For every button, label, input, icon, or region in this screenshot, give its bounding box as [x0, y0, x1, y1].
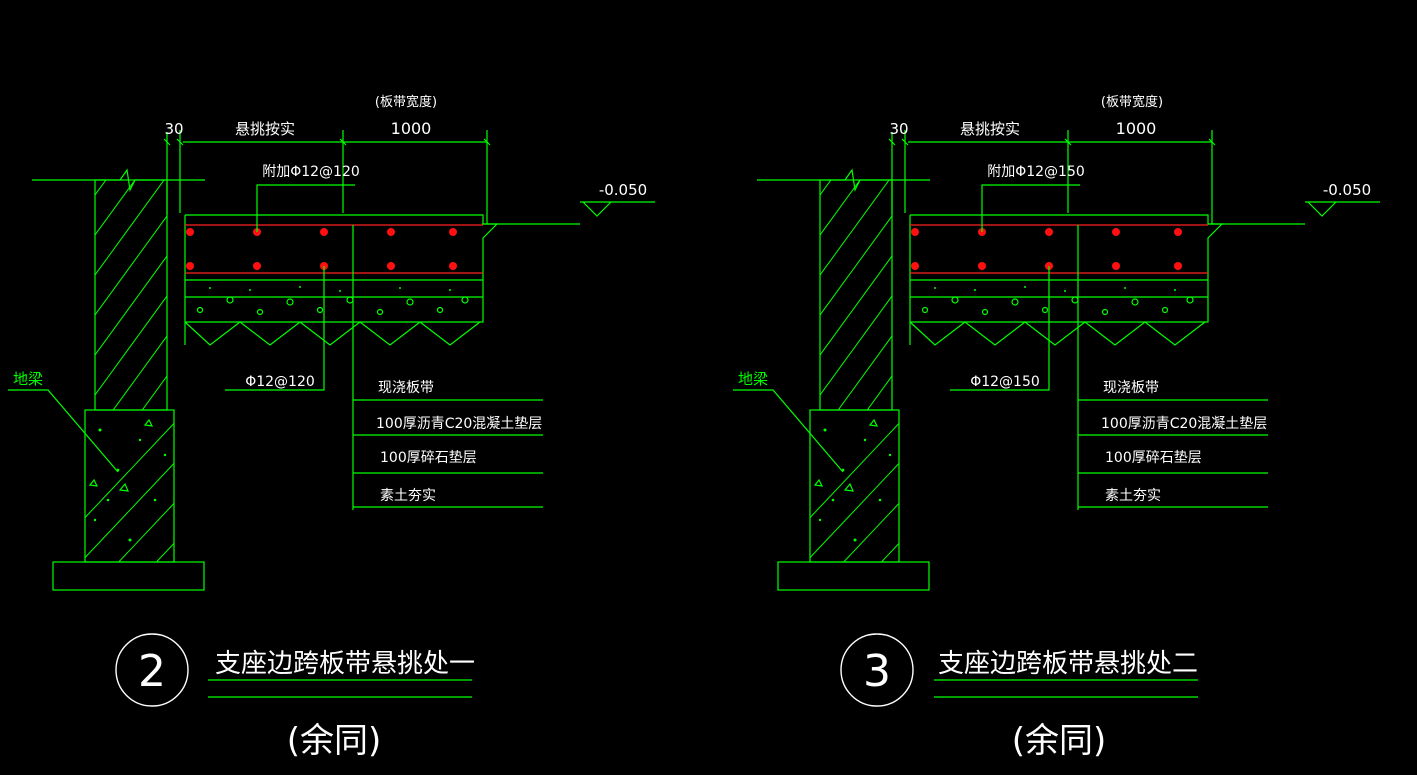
detail-subtitle: (余同)	[1012, 721, 1107, 761]
beam-leader	[8, 389, 119, 473]
detail-title: 支座边跨板带悬挑处一	[215, 649, 475, 679]
detail-subtitle: (余同)	[287, 721, 382, 761]
rebar-top-leader	[256, 184, 355, 232]
elevation-label: -0.050	[1323, 181, 1371, 199]
rebar-bottom-leader	[225, 266, 325, 391]
beam-leader	[733, 389, 844, 473]
rebar-top-label: 附加Φ12@120	[262, 164, 360, 180]
dim-cantilever: 悬挑按实	[960, 120, 1020, 138]
beam-hatch	[810, 418, 899, 562]
rebar-dots	[911, 228, 1182, 270]
dimension-lines	[166, 130, 488, 224]
soil-hatch	[184, 321, 481, 346]
dim-1000: 1000	[391, 119, 432, 138]
rebar-bottom-label: Φ12@120	[245, 374, 315, 390]
rebar-bottom-leader	[950, 266, 1050, 391]
detail-number: 3	[863, 646, 891, 697]
wall	[94, 179, 168, 411]
detail-3: (板带宽度) 30 悬挑按实 1000 附加Φ12@150 -0.050 Φ12…	[733, 94, 1380, 761]
wall	[819, 179, 893, 411]
beam-label: 地梁	[738, 370, 768, 388]
rebar-dots	[186, 228, 457, 270]
cushion-lines	[185, 279, 483, 298]
width-note: (板带宽度)	[1101, 94, 1163, 110]
rebar-top-leader	[981, 184, 1080, 232]
rebar-top-label: 附加Φ12@150	[987, 164, 1085, 180]
title-underline	[208, 679, 472, 698]
layer-lines	[353, 399, 543, 508]
gravel-symbols	[196, 286, 469, 316]
dim-cantilever: 悬挑按实	[235, 120, 295, 138]
detail-title: 支座边跨板带悬挑处二	[938, 649, 1198, 679]
elevation-label: -0.050	[599, 181, 647, 199]
layer-1: 现浇板带	[378, 380, 434, 396]
layer-4: 素土夯实	[1105, 488, 1161, 504]
rebar-bottom-label: Φ12@150	[970, 374, 1040, 390]
layer-2: 100厚沥青C20混凝土垫层	[376, 416, 542, 432]
elevation-mark	[483, 201, 655, 225]
detail-number-circle	[840, 633, 914, 707]
width-note: (板带宽度)	[375, 94, 437, 110]
elevation-mark	[1208, 201, 1380, 225]
wall-hatch	[820, 180, 892, 410]
cushion-lines	[910, 279, 1208, 298]
layer-4: 素土夯实	[380, 488, 436, 504]
dim-30: 30	[889, 120, 908, 138]
footing-pad	[52, 561, 205, 591]
title-underline	[934, 679, 1198, 698]
beam-hatch	[85, 418, 174, 562]
wall-hatch	[95, 180, 167, 410]
layer-3: 100厚碎石垫层	[380, 450, 477, 466]
detail-number-circle	[115, 633, 189, 707]
beam-label: 地梁	[13, 370, 43, 388]
soil-hatch	[909, 321, 1206, 346]
detail-number: 2	[138, 646, 166, 697]
layer-lines	[1078, 399, 1268, 508]
dimension-lines	[891, 130, 1213, 224]
gravel-symbols	[921, 286, 1194, 316]
layer-3: 100厚碎石垫层	[1105, 450, 1202, 466]
layer-2: 100厚沥青C20混凝土垫层	[1101, 416, 1267, 432]
dim-1000: 1000	[1116, 119, 1157, 138]
footing-pad	[777, 561, 930, 591]
layer-1: 现浇板带	[1103, 380, 1159, 396]
dim-30: 30	[164, 120, 183, 138]
detail-2: (板带宽度) 30 悬挑按实 1000 附加Φ12@120 -0.050 Φ12…	[8, 94, 655, 761]
